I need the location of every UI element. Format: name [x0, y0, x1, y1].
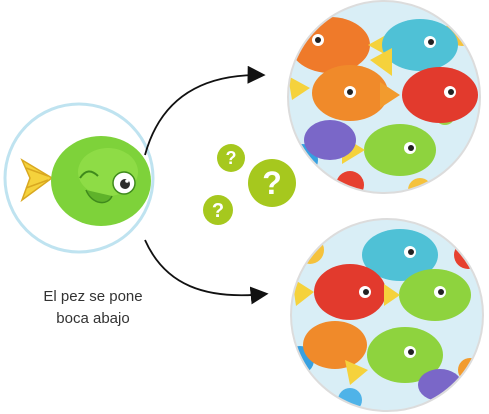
- bottom-puzzle-circle: [290, 218, 484, 412]
- question-mark-small-top: ?: [226, 148, 237, 168]
- top-puzzle-circle: [287, 0, 481, 194]
- arrow-to-bottom: [144, 239, 269, 305]
- left-fish-circle: [3, 102, 155, 254]
- caption: El pez se pone boca abajo: [18, 286, 168, 330]
- caption-line-2: boca abajo: [56, 310, 130, 327]
- question-mark-small-bottom: ?: [212, 200, 224, 222]
- question-marks: ? ? ?: [203, 144, 296, 225]
- caption-line-1: El pez se pone: [43, 288, 143, 305]
- green-fish: [20, 136, 151, 226]
- question-mark-large: ?: [262, 165, 282, 201]
- arrow-to-top: [144, 65, 266, 156]
